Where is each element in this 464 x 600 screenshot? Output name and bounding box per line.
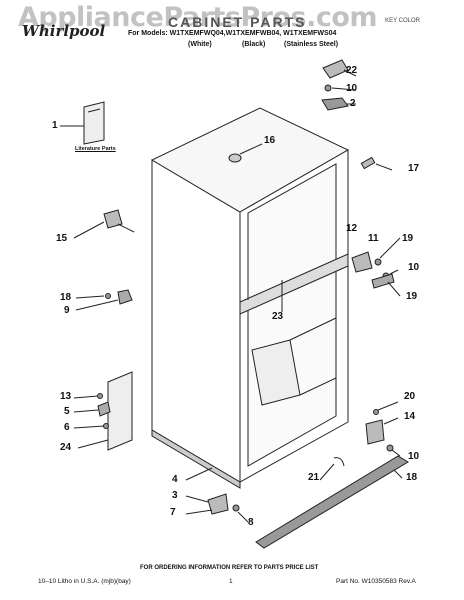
color-white: (White)	[188, 41, 212, 48]
callout-3: 3	[172, 490, 178, 501]
callout-6: 6	[64, 422, 70, 433]
callout-18: 18	[60, 292, 72, 303]
footer-litho: 10–10 Litho in U.S.A. (mjb)(bay)	[38, 578, 131, 585]
callout-10: 10	[346, 83, 358, 94]
watermark: AppliancePartsPros.com	[18, 2, 378, 33]
callout-17: 17	[408, 163, 420, 174]
callout-5: 5	[64, 406, 70, 417]
callout-13: 13	[60, 391, 72, 402]
literature-parts-label: Literature Parts	[75, 146, 116, 152]
footer-page-number: 1	[229, 578, 233, 585]
ordering-note: FOR ORDERING INFORMATION REFER TO PARTS …	[140, 565, 319, 571]
top-cap-part	[322, 59, 349, 79]
top-hinge-part	[321, 97, 349, 111]
callout-14: 14	[404, 411, 416, 422]
callout-8: 8	[248, 517, 254, 528]
callout-19b: 19	[406, 291, 418, 302]
callout-22: 22	[346, 65, 358, 76]
brand-logo: Whirlpool	[22, 22, 106, 40]
page-title: CABINET PARTS	[168, 14, 307, 30]
callout-2: 2	[350, 98, 356, 109]
callout-20: 20	[404, 391, 416, 402]
callout-16: 16	[264, 135, 276, 146]
callout-18b: 18	[406, 472, 418, 483]
callout-15: 15	[56, 233, 68, 244]
callout-10c: 10	[408, 451, 420, 462]
callout-24: 24	[60, 442, 72, 453]
callout-19: 19	[402, 233, 414, 244]
callout-23: 23	[272, 311, 284, 322]
callout-9: 9	[64, 305, 70, 316]
callout-7: 7	[170, 507, 176, 518]
callout-10b: 10	[408, 262, 420, 273]
kick-plate-part	[255, 455, 409, 549]
literature-booklet	[83, 101, 105, 145]
callout-4: 4	[172, 474, 178, 485]
color-stainless: (Stainless Steel)	[284, 41, 339, 48]
callout-21: 21	[308, 472, 320, 483]
key-color-label: KEY COLOR	[385, 18, 420, 24]
plug-part	[228, 153, 242, 163]
callout-1: 1	[52, 120, 58, 131]
callout-11: 11	[368, 233, 379, 244]
footer-part-number: Part No. W10350583 Rev.A	[336, 578, 416, 585]
models-line: For Models: W1TXEMFWQ04,W1TXEMFWB04, W1T…	[128, 30, 337, 37]
callout-12: 12	[346, 223, 358, 234]
color-black: (Black)	[242, 41, 266, 48]
cabinet-body	[150, 107, 350, 489]
